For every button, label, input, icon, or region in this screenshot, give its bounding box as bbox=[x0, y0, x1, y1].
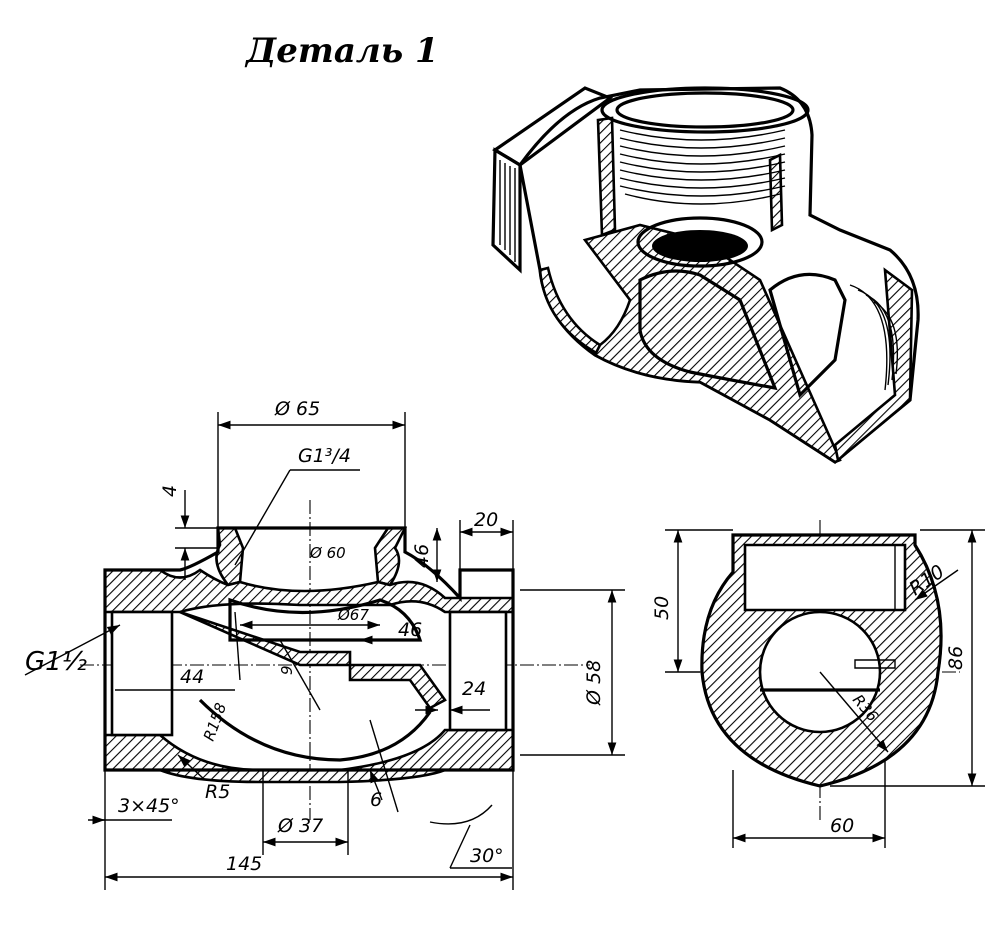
dim-24: 24 bbox=[462, 678, 486, 700]
dim-30deg: 30° bbox=[470, 845, 504, 867]
dim-d37: Ø 37 bbox=[277, 815, 323, 837]
dim-46-top: 46 bbox=[411, 544, 433, 568]
dim-chamfer: 3×45° bbox=[118, 795, 180, 817]
dim-r5: R5 bbox=[205, 781, 230, 803]
dim-50: 50 bbox=[651, 596, 673, 620]
dim-d58: Ø 58 bbox=[583, 660, 605, 706]
dim-44: 44 bbox=[180, 666, 204, 688]
isometric-cutaway-view bbox=[491, 86, 920, 464]
dim-20: 20 bbox=[474, 509, 498, 531]
dim-d65: Ø 65 bbox=[274, 398, 320, 420]
drawing-title: Деталь 1 bbox=[244, 31, 439, 71]
dim-86: 86 bbox=[945, 646, 967, 670]
dim-6: 6 bbox=[370, 789, 382, 811]
dim-46-mid: 46 bbox=[398, 619, 422, 641]
front-section-view bbox=[24, 412, 625, 890]
dim-60: 60 bbox=[830, 815, 854, 837]
thread-side-label: G1½ bbox=[25, 647, 87, 677]
dim-d67: Ø67 bbox=[337, 606, 369, 624]
dim-4: 4 bbox=[159, 485, 181, 497]
dim-d60: Ø 60 bbox=[309, 544, 346, 562]
dim-9: 9 bbox=[278, 665, 296, 675]
side-section-view bbox=[665, 520, 985, 848]
thread-top-label: G1³/4 bbox=[298, 445, 351, 467]
dim-145: 145 bbox=[226, 853, 262, 875]
